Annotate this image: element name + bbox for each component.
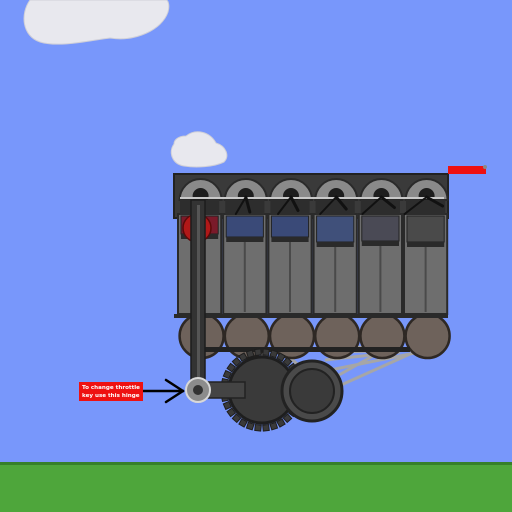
rocker-arm (379, 195, 396, 209)
gear-tooth (254, 348, 262, 357)
throttle-hinge[interactable] (185, 377, 211, 403)
rocker-arms (234, 195, 445, 215)
engine-base-rail (174, 314, 448, 318)
gear-tooth (226, 362, 237, 373)
throttle-lever[interactable] (190, 199, 206, 393)
gear-tooth (238, 418, 248, 428)
cylinder (357, 200, 403, 315)
gear-tooth (262, 423, 270, 432)
gear-tooth (245, 349, 255, 359)
ground (0, 463, 512, 512)
cylinder (267, 200, 313, 315)
gear-tooth (238, 352, 248, 362)
gear-tooth (245, 421, 255, 431)
cylinder (312, 200, 358, 315)
gear-tooth (269, 349, 279, 359)
gear-tooth (254, 423, 262, 432)
rocker-arm (244, 195, 252, 214)
cloud-large (23, 0, 170, 45)
rocker-link (319, 196, 338, 215)
engine-block[interactable] (173, 173, 449, 318)
cloud-small (170, 131, 228, 168)
rocker-link (234, 196, 247, 215)
rocker-arm (334, 195, 348, 211)
ground-edge (0, 462, 512, 465)
note-background (79, 382, 143, 401)
gear-tooth (226, 407, 237, 418)
rocker-arm (289, 195, 300, 212)
gear-tooth (222, 400, 232, 411)
cylinder-bank (177, 200, 449, 315)
note-line-1: To change throttle (82, 385, 140, 391)
note-line-2: key use this hinge (82, 393, 140, 399)
gear-tooth (262, 348, 270, 357)
idler-gear (289, 368, 335, 414)
gearbox[interactable] (204, 348, 344, 432)
rocker-arm (425, 195, 445, 208)
rocker-link (361, 196, 383, 215)
crank-wheel (404, 312, 451, 360)
cylinder (222, 200, 268, 315)
indicator-flag (448, 165, 487, 174)
cylinder (403, 200, 449, 315)
gear-tooth (276, 418, 286, 428)
gear-tooth (231, 413, 242, 424)
gear-tooth (282, 413, 293, 424)
gear-tooth (282, 356, 293, 367)
arrow-right-icon (140, 378, 185, 404)
gear-tooth (269, 421, 279, 431)
rocker-link (277, 196, 292, 215)
gear-tooth (231, 356, 242, 367)
throttle-note: To change throttle key use this hinge (79, 382, 143, 401)
gear-tooth (276, 352, 286, 362)
crank-rail (196, 347, 410, 352)
rocker-link (403, 196, 428, 215)
gear-tooth (222, 369, 232, 380)
